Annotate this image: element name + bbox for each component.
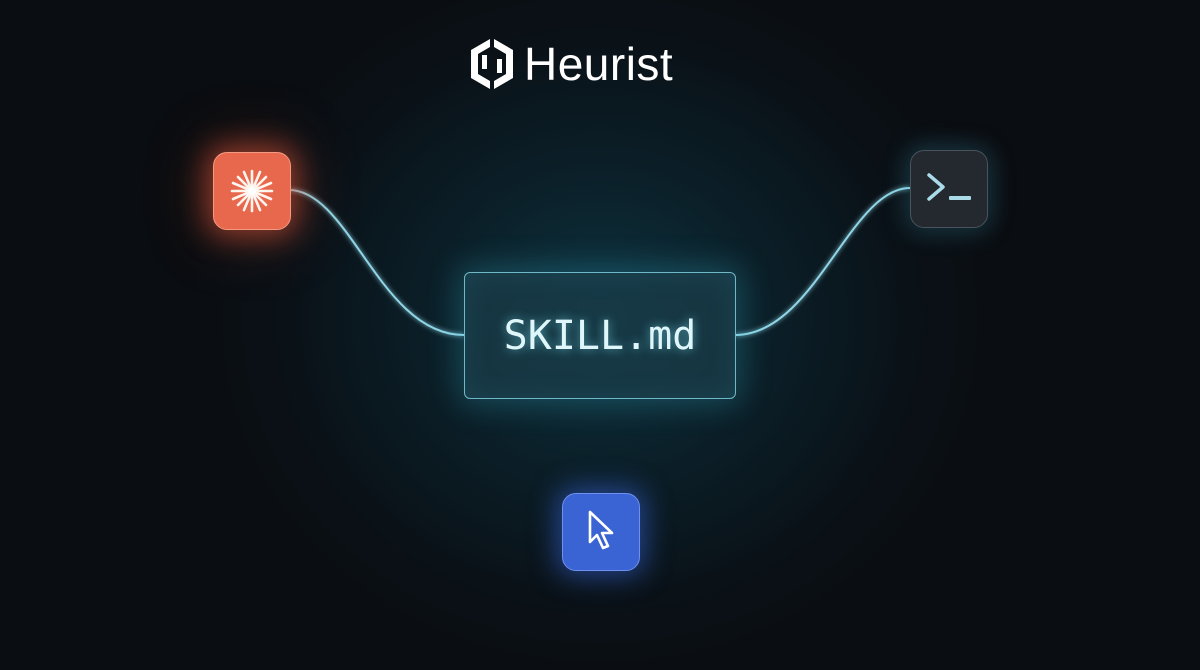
heurist-logo-icon xyxy=(471,39,513,89)
brand-name: Heurist xyxy=(524,38,674,90)
skill-md-node: SKILL.md xyxy=(464,272,736,399)
starburst-icon xyxy=(230,169,274,213)
connector-terminal-to-skill xyxy=(734,187,911,336)
starburst-node xyxy=(213,152,291,230)
connector-starburst-to-skill xyxy=(288,189,465,336)
mouse-pointer-icon xyxy=(588,510,614,550)
terminal-node xyxy=(910,150,988,228)
terminal-prompt-icon xyxy=(927,173,971,201)
skill-md-label: SKILL.md xyxy=(503,312,697,359)
cursor-node xyxy=(562,493,640,571)
brand-logo: Heurist xyxy=(468,36,673,92)
